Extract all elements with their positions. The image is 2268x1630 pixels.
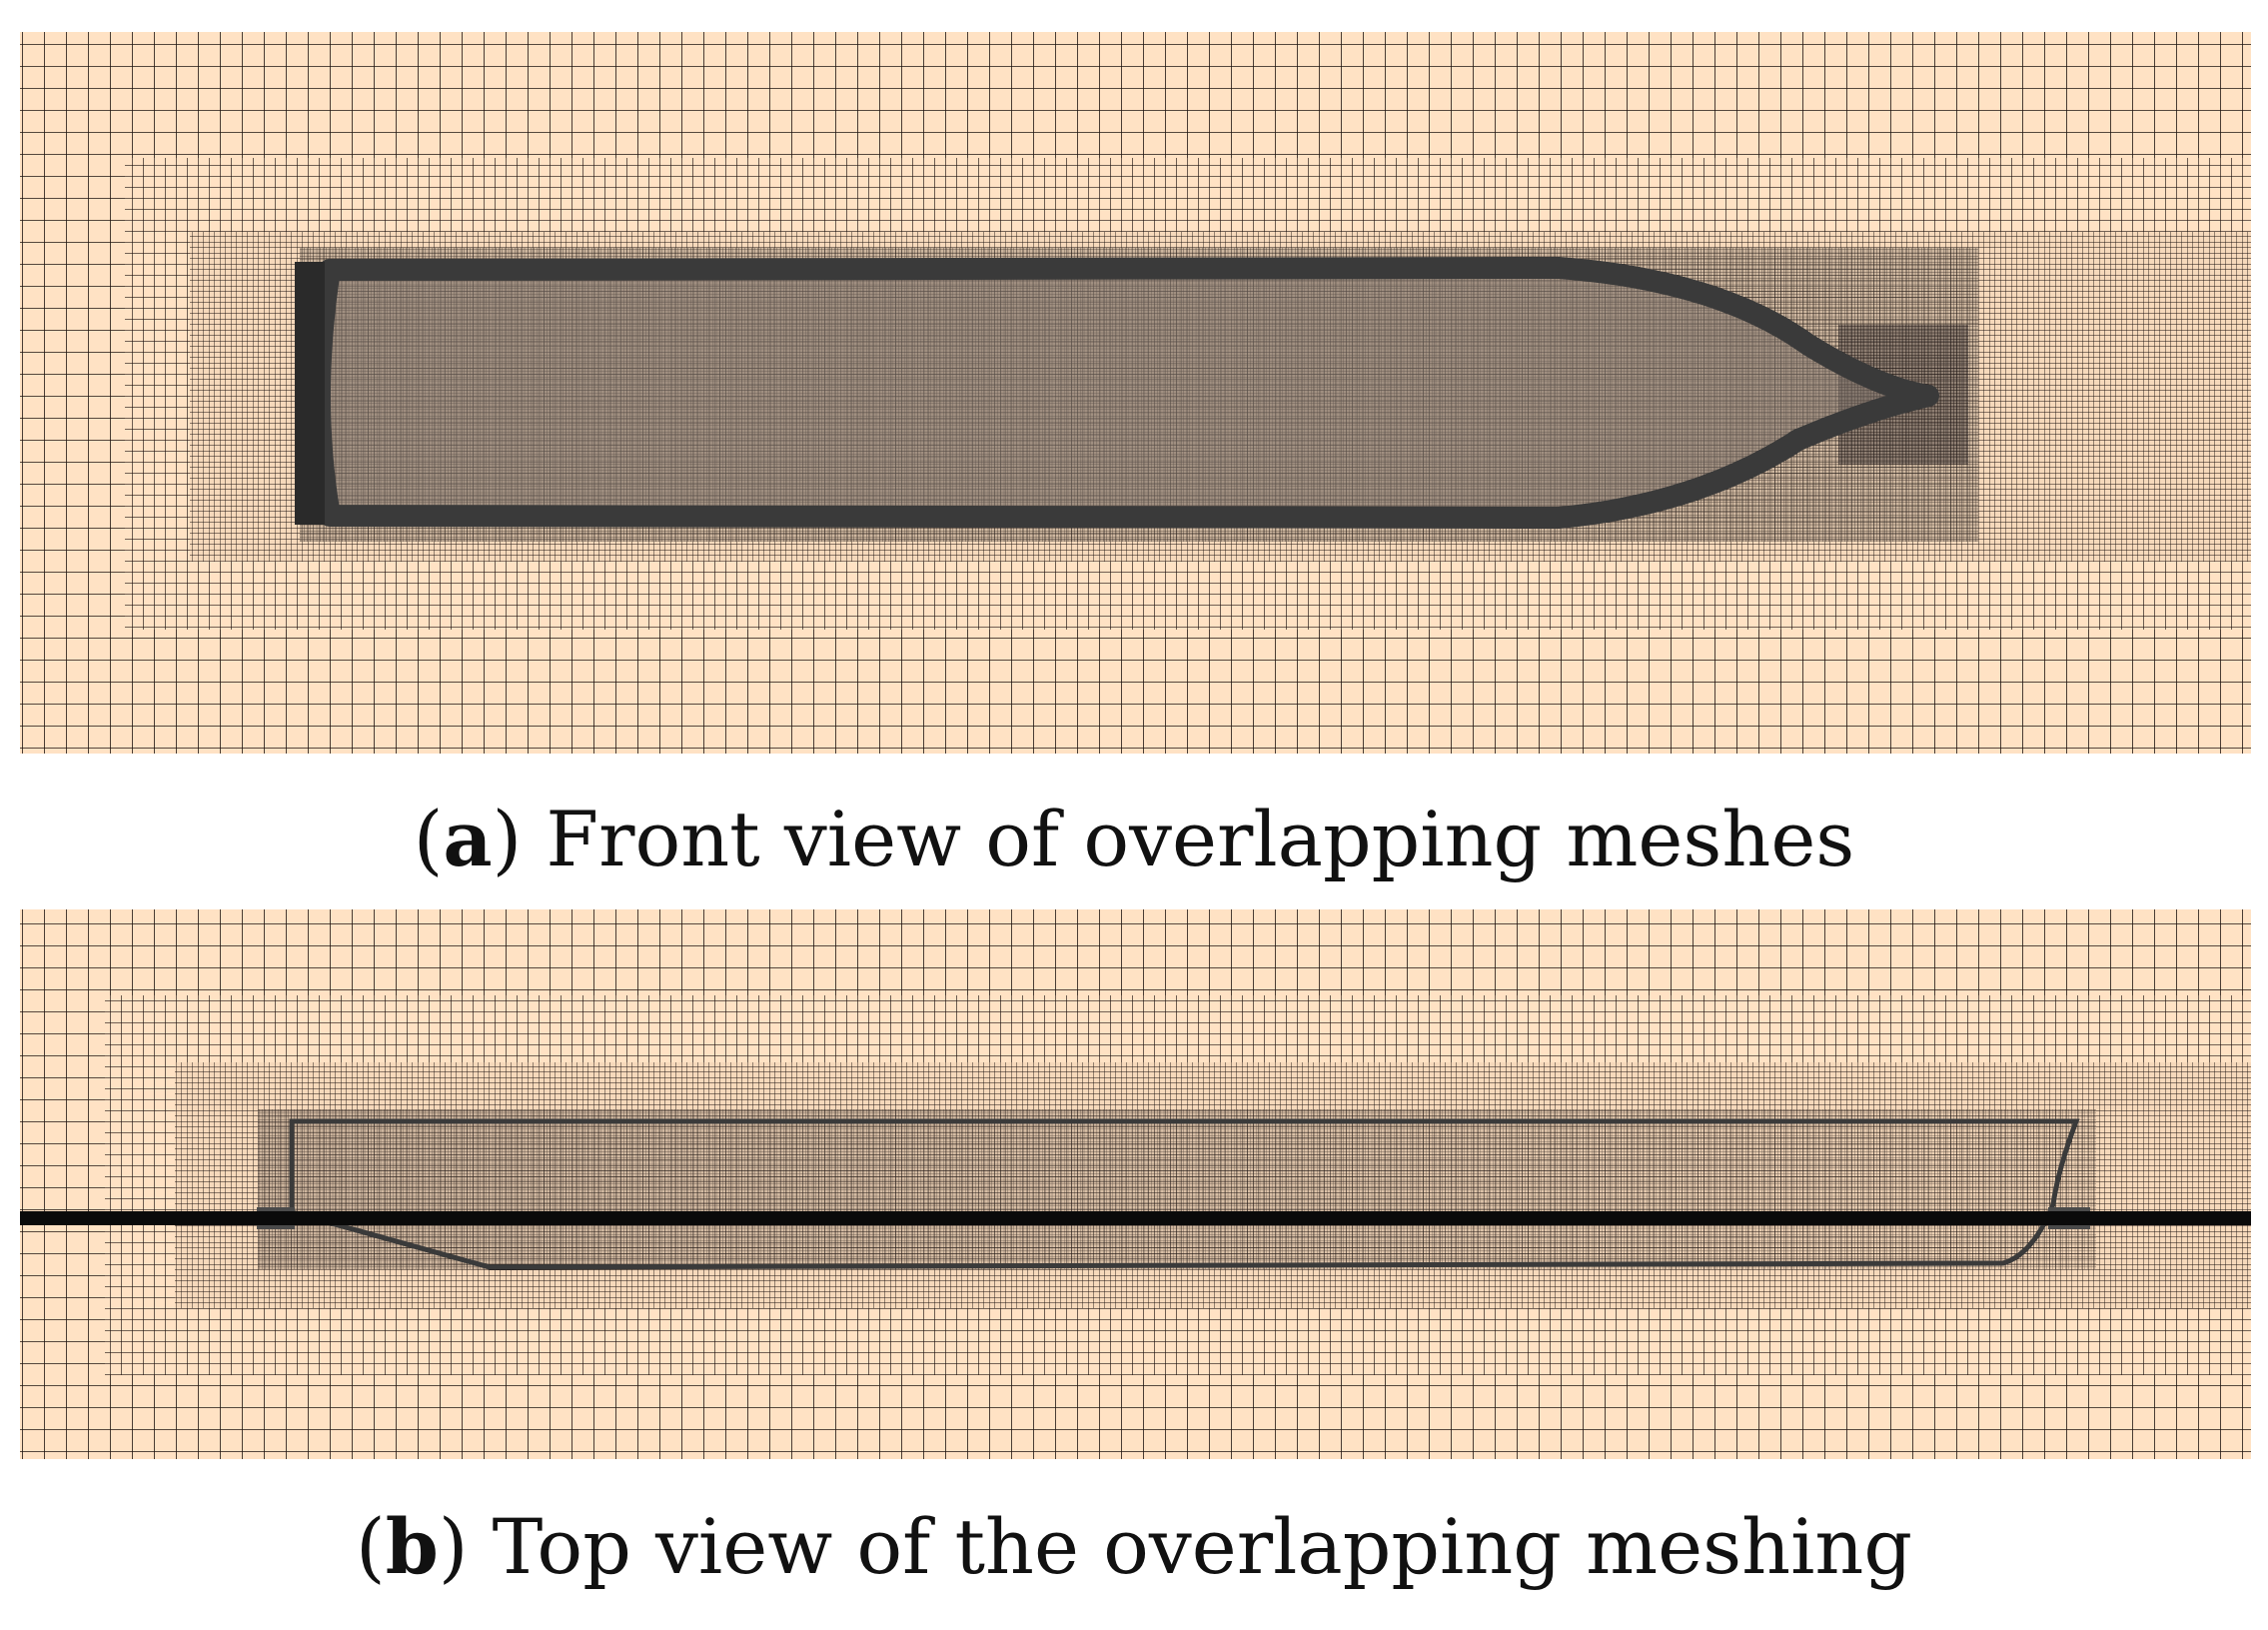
panel-a-mesh xyxy=(20,32,2251,754)
panel-b-caption-text: Top view of the overlapping meshing xyxy=(492,1502,1912,1591)
panel-a-caption-text: Front view of overlapping meshes xyxy=(546,795,1855,883)
panel-b-letter: b xyxy=(385,1502,439,1591)
panel-a-letter: a xyxy=(443,795,493,883)
waterline-b xyxy=(20,1211,2251,1225)
hull-interior-a xyxy=(320,268,1928,518)
panel-a-caption: (a) Front view of overlapping meshes xyxy=(413,795,1855,883)
hull-outline-b xyxy=(289,1118,2080,1270)
panel-b-caption: (b) Top view of the overlapping meshing xyxy=(356,1502,1912,1591)
panel-b-mesh xyxy=(20,909,2251,1459)
